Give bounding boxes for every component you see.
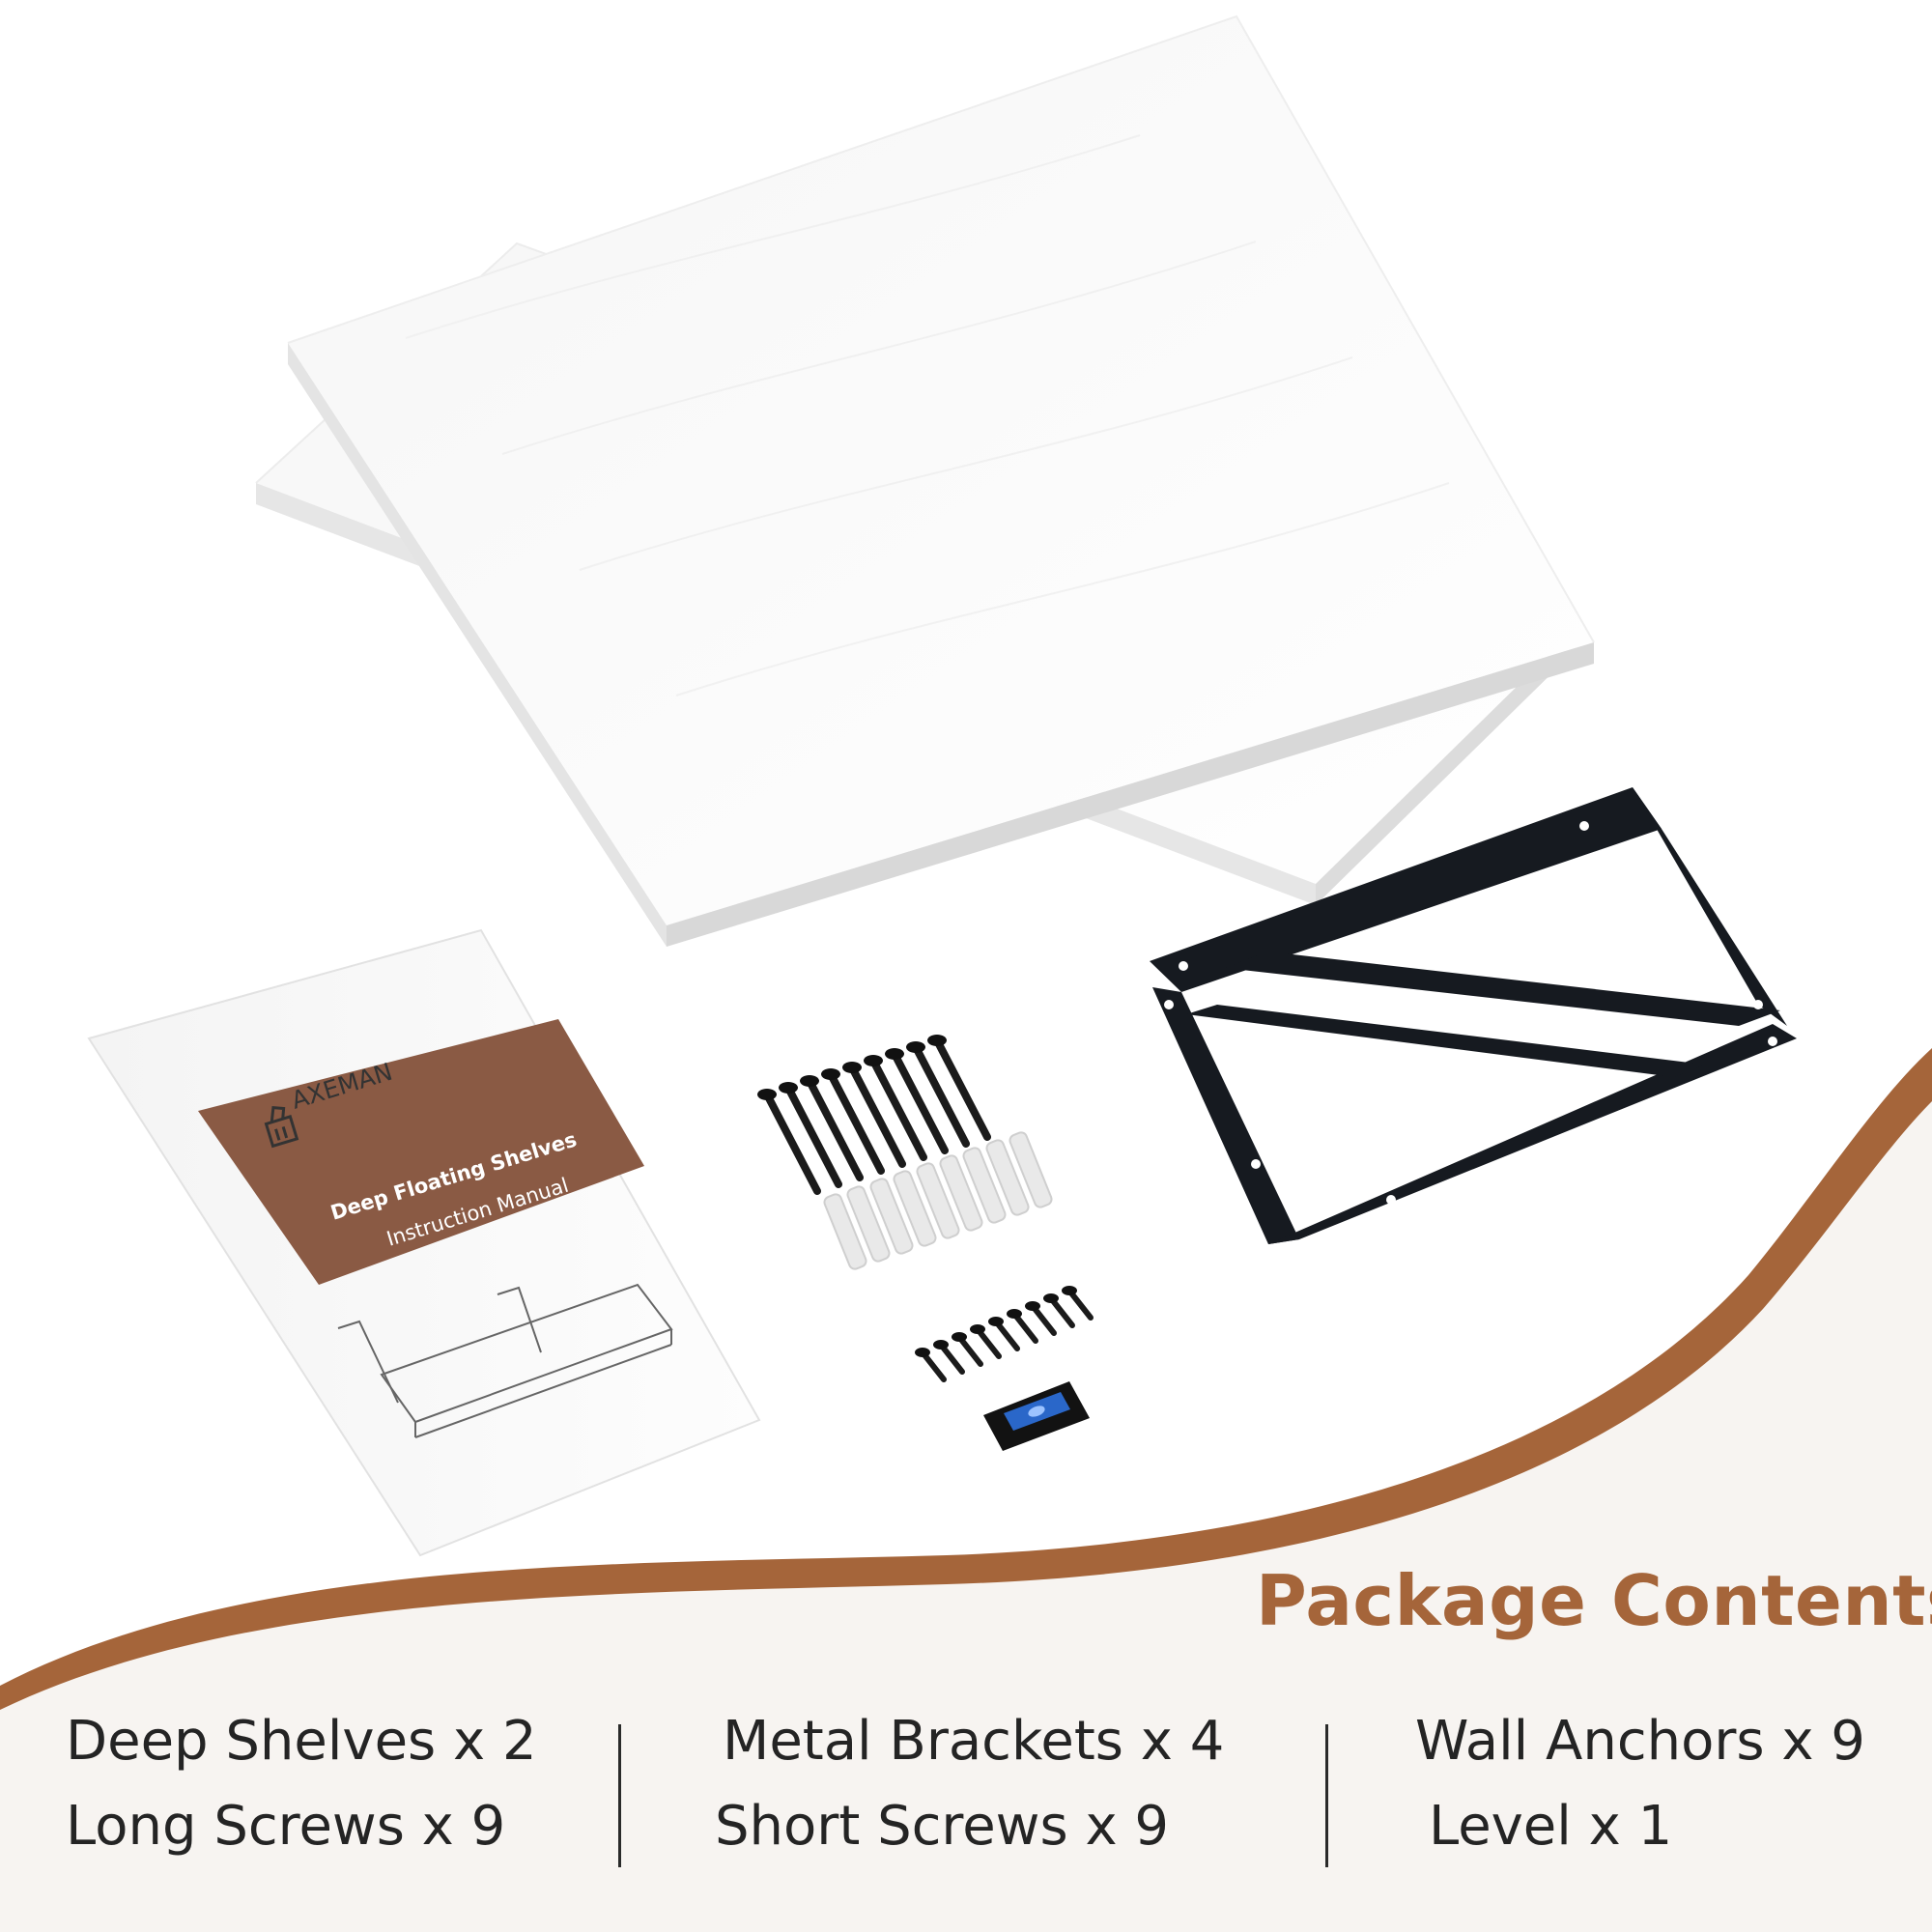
divider [1325, 1724, 1328, 1867]
short-screw [1062, 1286, 1094, 1321]
footer-band [0, 1048, 1932, 1932]
wall-anchor [985, 1139, 1030, 1216]
short-screw [933, 1340, 965, 1375]
wall-anchor [939, 1154, 983, 1232]
short-screw [988, 1317, 1020, 1351]
wall-anchor [869, 1178, 914, 1255]
long-screw [842, 1062, 906, 1168]
short-screw [915, 1348, 947, 1382]
metal-bracket-bottom [1152, 987, 1797, 1244]
long-screw [864, 1055, 927, 1161]
wall-anchor [916, 1162, 960, 1239]
section-title: Package Contents [1256, 1560, 1932, 1641]
contents-item-deep-shelves: Deep Shelves x 2 [66, 1710, 537, 1773]
long-screw [885, 1048, 949, 1154]
wall-anchor [1009, 1131, 1053, 1208]
long-screws [757, 1035, 991, 1195]
metal-bracket-top [1150, 787, 1787, 1026]
short-screw [1043, 1293, 1075, 1328]
long-screw [927, 1035, 991, 1141]
contents-item-metal-brackets: Metal Brackets x 4 [723, 1710, 1225, 1773]
contents-item-long-screws: Long Screws x 9 [66, 1795, 506, 1858]
long-screw [906, 1041, 970, 1148]
bubble-level [983, 1381, 1090, 1451]
wall-anchors [823, 1131, 1053, 1270]
shelf-diagram-icon [337, 1283, 673, 1438]
long-screw [757, 1089, 821, 1195]
wall-anchor [846, 1185, 891, 1263]
wall-anchor [823, 1193, 867, 1270]
long-screw [821, 1068, 885, 1175]
divider [618, 1724, 621, 1867]
manual-title-band [198, 1019, 644, 1285]
contents-item-level: Level x 1 [1429, 1795, 1673, 1858]
instruction-manual: AXEMAN Deep Floating Shelves Instruction… [87, 928, 761, 1557]
wall-anchor [893, 1170, 937, 1247]
short-screw [952, 1332, 983, 1367]
contents-item-wall-anchors: Wall Anchors x 9 [1415, 1710, 1865, 1773]
long-screw [800, 1075, 864, 1181]
wall-anchor [962, 1147, 1007, 1224]
long-screw [779, 1082, 842, 1188]
contents-item-short-screws: Short Screws x 9 [715, 1795, 1170, 1858]
short-screw [1007, 1309, 1038, 1344]
shelf-front [287, 14, 1595, 947]
short-screws [915, 1286, 1094, 1382]
short-screw [970, 1324, 1002, 1359]
axeman-logo-icon [264, 1105, 299, 1149]
short-screw [1025, 1301, 1057, 1336]
